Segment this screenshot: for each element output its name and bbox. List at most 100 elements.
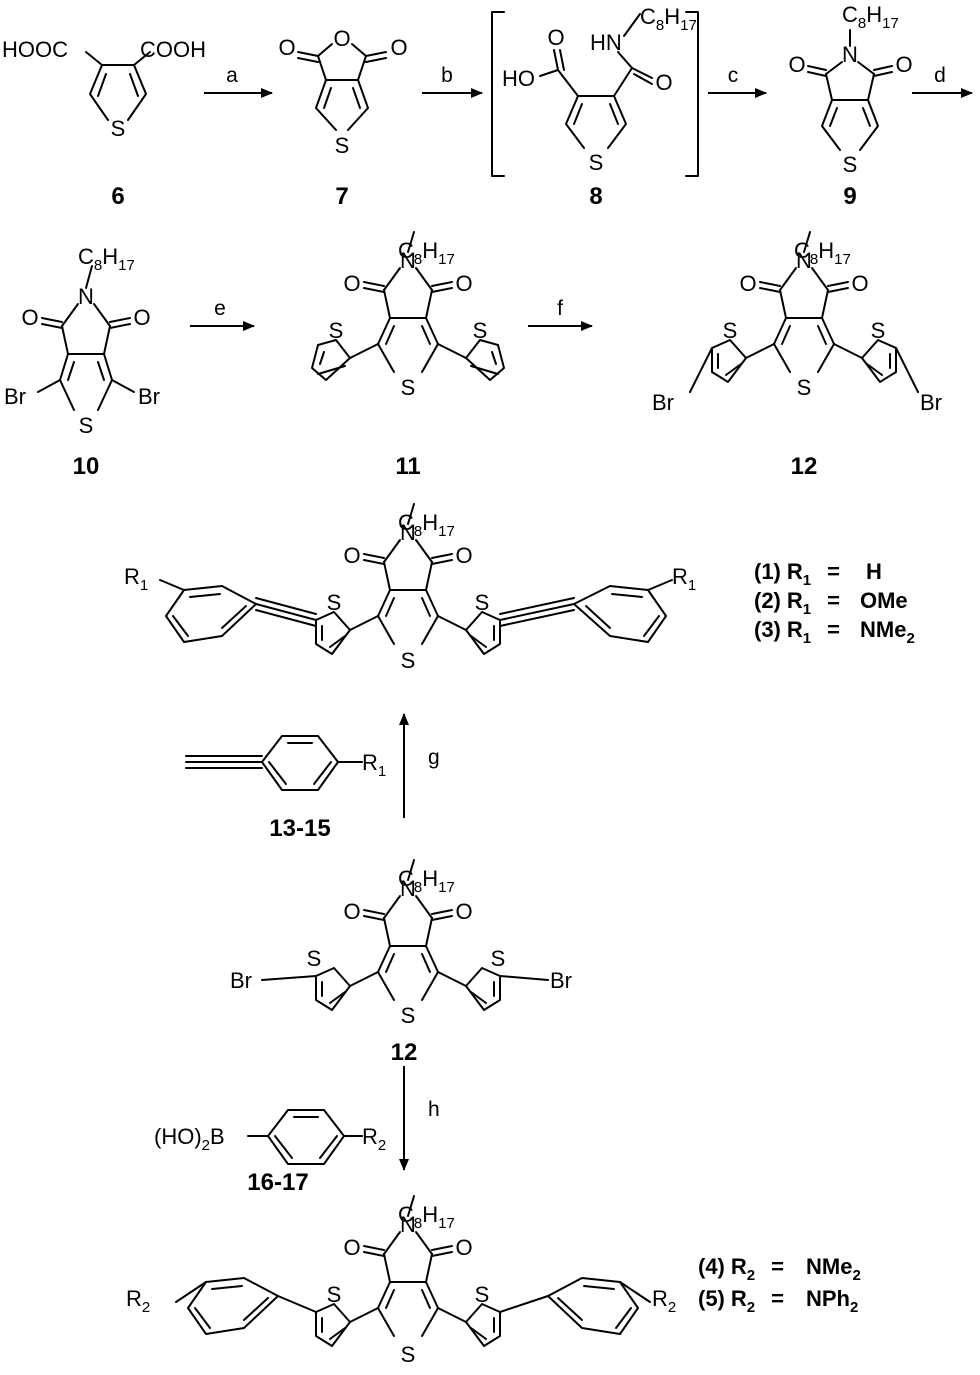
- compound-10-oxygen-left: O: [21, 305, 38, 330]
- legend-products-1-3: (1)R1=H (2)R1=OMe (3)R1=NMe2: [754, 559, 915, 647]
- compound-6-structure: S HOOC COOH 6: [2, 37, 206, 210]
- compound-12-middle-bromine-left: Br: [230, 968, 252, 993]
- compound-9-oxygen-right: O: [895, 52, 912, 77]
- compound-7-oxygen-right: O: [390, 35, 407, 60]
- compound-12-octyl-label: C8H17: [794, 238, 851, 268]
- products-1-3-octyl-label: C8H17: [398, 510, 455, 540]
- legend-1-entry-3: (3)R1=NMe2: [754, 617, 915, 647]
- products-1-3-structure: N O O S S S C8H17 R1 R1: [124, 503, 696, 673]
- compound-8-oxygen-amide: O: [655, 70, 672, 95]
- compound-12-sulfur-left: S: [723, 318, 738, 343]
- compound-8-label: 8: [589, 183, 602, 210]
- compound-11-sulfur-core: S: [401, 375, 416, 400]
- step-d-label: d: [934, 64, 946, 87]
- step-f-label: f: [557, 297, 563, 320]
- products-1-3-sulfur-core: S: [401, 648, 416, 673]
- compound-12-structure: N O O S S S Br Br C8H17 12: [652, 231, 942, 480]
- step-e-label: e: [214, 297, 226, 320]
- compound-12-middle-structure: N O O S S S Br Br C8H17 12: [230, 859, 572, 1066]
- compound-9-structure: N O O S C8H17 9: [788, 2, 912, 210]
- reagent-13-15-label: 13-15: [269, 815, 330, 842]
- products-4-5-oxygen-left: O: [343, 1235, 360, 1260]
- step-h-label: h: [428, 1098, 440, 1121]
- products-4-5-r2-left: R2: [126, 1286, 150, 1316]
- compound-12-middle-sulfur-left: S: [307, 946, 322, 971]
- compound-8-hn-label: HN: [590, 30, 622, 55]
- compound-10-octyl-label: C8H17: [78, 244, 135, 274]
- products-1-3-oxygen-left: O: [343, 543, 360, 568]
- compound-9-label: 9: [843, 183, 856, 210]
- compound-10-bromine-left: Br: [4, 384, 26, 409]
- compound-12-sulfur-right: S: [871, 318, 886, 343]
- compound-8-structure: S O HO O HN C8H17 8: [491, 4, 699, 210]
- compound-10-oxygen-right: O: [133, 305, 150, 330]
- compound-11-oxygen-right: O: [455, 271, 472, 296]
- compound-11-nitrogen: N: [400, 248, 416, 273]
- compound-12-middle-sulfur-right: S: [491, 946, 506, 971]
- products-4-5-sulfur-left: S: [327, 1282, 342, 1307]
- compound-12-middle-oxygen-right: O: [455, 899, 472, 924]
- compound-12-middle-octyl-label: C8H17: [398, 866, 455, 896]
- compound-12-nitrogen: N: [796, 248, 812, 273]
- compound-7-sulfur: S: [335, 133, 350, 158]
- products-4-5-nitrogen: N: [400, 1212, 416, 1237]
- compound-11-label: 11: [395, 453, 420, 480]
- compound-12-oxygen-right: O: [851, 271, 868, 296]
- compound-12-label: 12: [791, 453, 818, 480]
- compound-12-bromine-right: Br: [920, 390, 942, 415]
- step-c-label: c: [728, 64, 739, 87]
- compound-12-middle-nitrogen: N: [400, 876, 416, 901]
- compound-6-hooc-label: HOOC: [2, 37, 68, 62]
- legend-products-4-5: (4)R2=NMe2 (5)R2=NPh2: [698, 1254, 861, 1316]
- compound-11-structure: N O O S S S C8H17 11: [311, 231, 505, 480]
- reagent-16-17-r2: R2: [362, 1124, 386, 1154]
- compound-9-nitrogen: N: [842, 42, 858, 67]
- products-1-3-oxygen-right: O: [455, 543, 472, 568]
- compound-12-middle-bromine-right: Br: [550, 968, 572, 993]
- reagent-16-17-boronic-label: (HO)2B: [154, 1124, 225, 1154]
- compound-7-structure: O O O S 7: [278, 26, 407, 210]
- compound-6-sulfur: S: [111, 116, 126, 141]
- products-4-5-sulfur-right: S: [475, 1282, 490, 1307]
- reagent-13-15-r1: R1: [362, 750, 386, 780]
- products-1-3-nitrogen: N: [400, 520, 416, 545]
- products-1-3-r1-right: R1: [672, 564, 696, 594]
- products-1-3-sulfur-right: S: [475, 590, 490, 615]
- compound-12-middle-label: 12: [391, 1039, 418, 1066]
- legend-2-entry-5: (5)R2=NPh2: [698, 1286, 858, 1316]
- compound-12-sulfur-core: S: [797, 375, 812, 400]
- compound-7-label: 7: [335, 183, 348, 210]
- reagent-16-17-structure: (HO)2B R2 16-17: [154, 1109, 386, 1196]
- reagent-13-15-structure: R1 13-15: [185, 735, 386, 842]
- products-4-5-octyl-label: C8H17: [398, 1202, 455, 1232]
- products-4-5-r2-right: R2: [652, 1286, 676, 1316]
- compound-10-sulfur: S: [79, 413, 94, 438]
- products-1-3-r1-left: R1: [124, 564, 148, 594]
- compound-8-sulfur: S: [589, 150, 604, 175]
- products-4-5-sulfur-core: S: [401, 1342, 416, 1367]
- reagent-16-17-label: 16-17: [247, 1169, 308, 1196]
- compound-11-octyl-label: C8H17: [398, 238, 455, 268]
- step-b-label: b: [441, 64, 453, 87]
- compound-7-ring-oxygen: O: [333, 26, 350, 51]
- compound-7-oxygen-left: O: [278, 35, 295, 60]
- compound-12-oxygen-left: O: [739, 271, 756, 296]
- legend-2-entry-4: (4)R2=NMe2: [698, 1254, 861, 1284]
- compound-10-nitrogen: N: [78, 284, 94, 309]
- products-4-5-structure: N O O S S S C8H17 R2 R2: [126, 1195, 676, 1367]
- compound-9-oxygen-left: O: [788, 52, 805, 77]
- compound-11-sulfur-right: S: [473, 318, 488, 343]
- compound-11-sulfur-left: S: [329, 318, 344, 343]
- compound-10-bromine-right: Br: [138, 384, 160, 409]
- compound-6-cooh-label: COOH: [140, 37, 206, 62]
- compound-12-bromine-left: Br: [652, 390, 674, 415]
- compound-8-oxygen-acid: O: [547, 25, 564, 50]
- step-g-label: g: [428, 746, 440, 769]
- compound-12-middle-sulfur-core: S: [401, 1003, 416, 1028]
- bracket-right: [685, 11, 699, 177]
- compound-9-sulfur: S: [843, 152, 858, 177]
- compound-9-octyl-label: C8H17: [842, 2, 899, 32]
- step-a-label: a: [226, 64, 238, 87]
- bracket-left: [491, 11, 505, 177]
